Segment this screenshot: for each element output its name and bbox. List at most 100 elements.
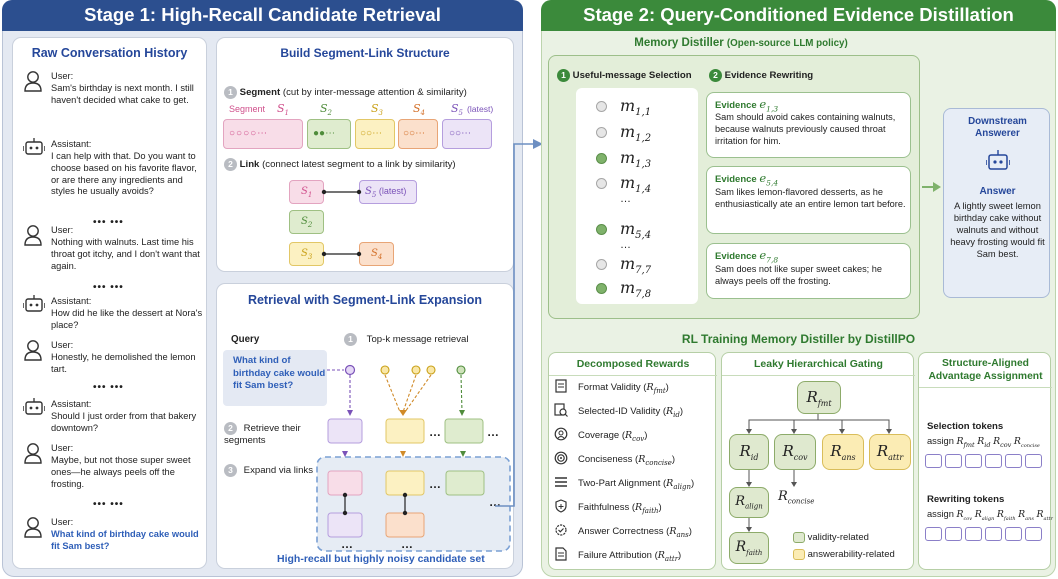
message-user-3: User: Honestly, he demolished the lemon … xyxy=(23,339,203,375)
ellipsis: … xyxy=(620,239,631,251)
step-3-badge: 3 xyxy=(224,464,237,477)
selection-tokens-title: Selection tokens xyxy=(927,421,1004,432)
segment-s3: S3 xyxy=(371,102,384,118)
selection-token xyxy=(925,454,942,468)
reward-label: Conciseness (Rconcise) xyxy=(578,454,676,467)
evidence-card-2: Evidence e5,4 Sam likes lemon-flavored d… xyxy=(706,166,911,234)
candidate-set-caption: High-recall but highly noisy candidate s… xyxy=(277,553,485,565)
selection-token xyxy=(1025,454,1042,468)
ellipsis: … xyxy=(401,537,413,551)
ellipsis: … xyxy=(341,537,353,551)
message-user-4: User: Maybe, but not those super sweet o… xyxy=(23,442,203,490)
evidence-card-1: Evidence e1,3 Sam should avoid cakes con… xyxy=(706,92,911,158)
link-node-s1: S1 xyxy=(289,180,324,204)
link-node-s2: S2 xyxy=(289,210,324,234)
message-text: Maybe, but not those super sweet ones—he… xyxy=(51,455,191,489)
decomposed-rewards-title: Decomposed Rewards xyxy=(576,358,690,370)
reward-label: Two-Part Alignment (Ralign) xyxy=(578,478,695,491)
rewriting-assign: assign Rcov Ralign Rfaith Rans Rattr xyxy=(927,509,1053,522)
rl-training-title: RL Training Memory Distiller by DistillP… xyxy=(681,332,916,346)
robot-icon xyxy=(23,398,45,415)
reward-label: Failure Attribution (Rattr) xyxy=(578,550,682,563)
downstream-answerer-card: Downstream Answerer Answer A lightly swe… xyxy=(943,108,1050,298)
radio-selected[interactable] xyxy=(596,283,607,294)
retrieval-diagram xyxy=(316,364,511,552)
target-icon xyxy=(554,451,568,465)
segment-step: 1 Segment (cut by inter-message attentio… xyxy=(224,86,467,99)
radio-unselected[interactable] xyxy=(596,259,607,270)
segment-s1: S1 xyxy=(277,102,290,118)
message-assistant-3: Assistant: Should I just order from that… xyxy=(23,398,203,434)
link-node-s5: S5 (latest) xyxy=(359,180,417,204)
step-2-text: Retrieve their segments xyxy=(224,423,301,446)
message-text: Should I just order from that bakery dow… xyxy=(51,411,197,433)
step-3-text: Expand via links xyxy=(243,465,313,476)
legend-answerability: answerability-related xyxy=(793,549,895,560)
message-user-1: User: Sam's birthday is next month. I st… xyxy=(23,70,203,130)
conversation-history-card: Raw Conversation History User: Sam's bir… xyxy=(12,37,207,569)
gate-node-cov: Rcov xyxy=(774,434,816,470)
radio-selected[interactable] xyxy=(596,224,607,235)
message-assistant-1: Assistant: I can help with that. Do you … xyxy=(23,138,203,213)
stage2-title: Stage 2: Query-Conditioned Evidence Dist… xyxy=(541,0,1056,31)
link-edges xyxy=(321,189,362,257)
step-1-text: Top-k message retrieval xyxy=(366,334,469,345)
robot-icon xyxy=(23,295,45,312)
id-check-icon xyxy=(554,403,568,417)
segment-box-3: ○○⋯ xyxy=(355,119,395,149)
rewriting-token xyxy=(945,527,962,541)
selection-assign: assign Rfmt Rid Rcov Rconcise xyxy=(927,436,1040,449)
message-label: m1,4 xyxy=(620,173,652,196)
segment-box-2: ●●⋯ xyxy=(307,119,351,149)
segment-label-row: Segment S1 S2 S3 S4 S5 (latest) xyxy=(225,102,510,118)
legend-validity: validity-related xyxy=(793,532,869,543)
evidence-text: Sam should avoid cakes containing walnut… xyxy=(715,112,896,146)
rewriting-token xyxy=(925,527,942,541)
segment-word: Segment xyxy=(229,104,266,114)
gate-node-id: Rid xyxy=(729,434,769,470)
segment-link-title: Build Segment-Link Structure xyxy=(280,46,450,60)
selection-token xyxy=(965,454,982,468)
ellipsis: ••• ••• xyxy=(93,499,124,510)
message-text: Nothing with walnuts. Last time his thro… xyxy=(51,237,200,271)
document-icon xyxy=(555,547,567,561)
step-2-badge: 2 xyxy=(224,422,237,435)
message-label: m1,1 xyxy=(620,96,652,119)
radio-unselected[interactable] xyxy=(596,101,607,112)
message-role: Assistant: xyxy=(51,399,92,409)
selection-token xyxy=(1005,454,1022,468)
segment-box-1: ○○○○⋯ xyxy=(223,119,303,149)
message-role: User: xyxy=(51,443,74,453)
user-icon xyxy=(24,71,42,92)
ellipsis: ••• ••• xyxy=(93,282,124,293)
message-user-query: User: What kind of birthday cake would f… xyxy=(23,516,203,556)
gate-node-align: Ralign xyxy=(729,487,769,518)
ellipsis: … xyxy=(620,193,631,205)
radio-unselected[interactable] xyxy=(596,178,607,189)
reward-label: Answer Correctness (Rans) xyxy=(578,526,692,539)
retrieval-step-3: 3 Expand via links xyxy=(224,464,313,477)
shield-icon xyxy=(555,499,567,513)
message-role: User: xyxy=(51,225,74,235)
answer-title: Answer xyxy=(979,186,1016,197)
radio-selected[interactable] xyxy=(596,153,607,164)
message-text: How did he like the dessert at Nora's pl… xyxy=(51,308,203,330)
rewriting-tokens-title: Rewriting tokens xyxy=(927,494,1005,505)
message-assistant-2: Assistant: How did he like the dessert a… xyxy=(23,295,203,331)
align-icon xyxy=(555,477,567,487)
message-role: User: xyxy=(51,517,74,527)
gate-node-concise: Rconcise xyxy=(778,489,815,506)
message-text: I can help with that. Do you want to cho… xyxy=(51,151,197,197)
conversation-history-title: Raw Conversation History xyxy=(31,46,188,60)
step-1-badge: 1 xyxy=(224,86,237,99)
ellipsis: ••• ••• xyxy=(93,217,124,228)
gate-node-ans: Rans xyxy=(822,434,864,470)
advantage-title: Structure-Aligned Advantage Assignment xyxy=(928,358,1043,382)
reward-label: Coverage (Rcov) xyxy=(578,430,648,443)
selection-col-title: 1 Useful-message Selection xyxy=(557,69,692,82)
rewriting-token xyxy=(985,527,1002,541)
message-text: Sam's birthday is next month. I still ha… xyxy=(51,83,194,105)
radio-unselected[interactable] xyxy=(596,127,607,138)
